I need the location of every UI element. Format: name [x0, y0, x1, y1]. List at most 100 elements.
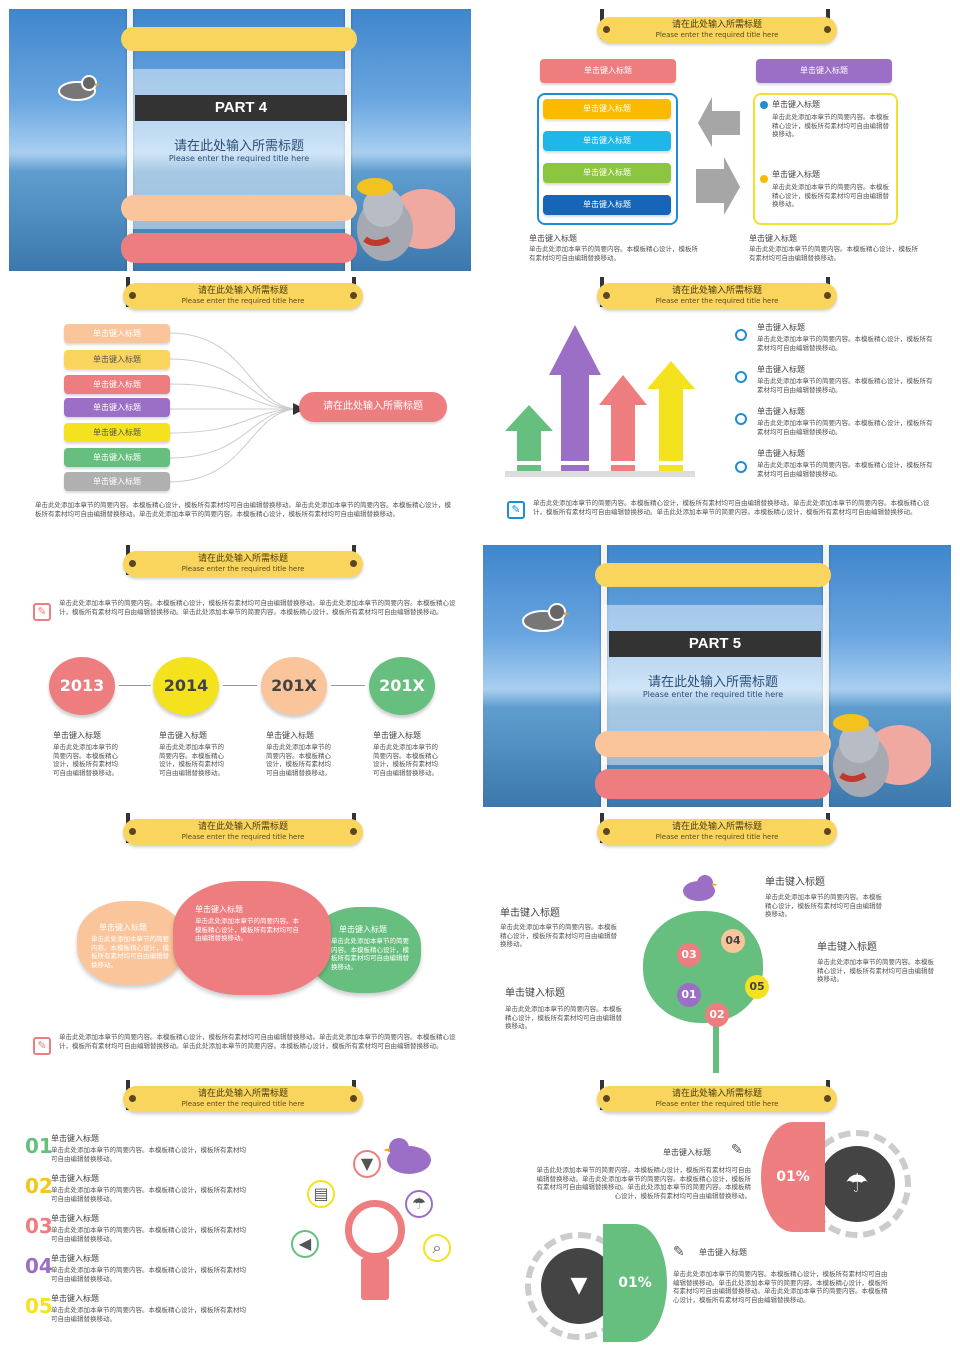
mind-pill[interactable]: 单击键入标题	[64, 423, 170, 442]
mind-pill[interactable]: 单击键入标题	[64, 375, 170, 394]
item-text: 单击此处添加本章节的简要内容。本模板精心设计，模板所有素材均可自由编辑替换移动。	[757, 335, 933, 352]
banner-subtitle: Please enter the required title here	[181, 565, 305, 573]
title-pill[interactable]: 单击键入标题	[756, 59, 892, 83]
cover-subtitle: Please enter the required title here	[642, 690, 784, 699]
slide-banner: 请在此处输入所需标题 Please enter the required tit…	[597, 819, 837, 845]
percent-text: 单击此处添加本章节的简要内容。本模板精心设计，模板所有素材均可自由编辑替换移动。…	[536, 1166, 752, 1200]
bullet-blue-icon	[760, 101, 768, 109]
list-text: 单击此处添加本章节的简要内容。本模板精心设计，模板所有素材均可自由编辑替换移动。	[51, 1146, 246, 1163]
list-pill[interactable]: 单击键入标题	[543, 163, 671, 183]
cloud-title: 单击键入标题	[195, 905, 243, 914]
banner-title: 请在此处输入所需标题	[197, 286, 288, 296]
list-text: 单击此处添加本章节的简要内容。本模板精心设计，模板所有素材均可自由编辑替换移动。	[51, 1226, 246, 1243]
part-label: PART 4	[135, 95, 347, 121]
slide-arrow-chart: 请在此处输入所需标题 Please enter the required tit…	[483, 277, 953, 545]
list-number: 02	[25, 1174, 53, 1198]
bulb-icon	[345, 1200, 405, 1260]
top-board	[121, 27, 357, 51]
arrows-graphic	[696, 97, 740, 215]
radio-icon	[735, 371, 747, 383]
radio-icon	[735, 329, 747, 341]
slide-timeline: 请在此处输入所需标题 Please enter the required tit…	[9, 545, 479, 813]
item-title: 单击键入标题	[757, 323, 805, 332]
connector-lines	[169, 332, 305, 483]
list-pill[interactable]: 单击键入标题	[543, 131, 671, 151]
timeline-connector	[223, 685, 257, 686]
bird-icon	[511, 601, 571, 635]
mind-pill[interactable]: 单击键入标题	[64, 350, 170, 369]
edit-icon: ✎	[731, 1142, 743, 1158]
bottom-text: 单击此处添加本章节的简要内容。本模板精心设计，模板所有素材均可自由编辑替换移动。	[749, 245, 918, 262]
top-board	[595, 563, 831, 587]
elephant-icon	[345, 169, 457, 269]
tie-icon: ▼	[353, 1150, 381, 1178]
bottom-text: 单击此处添加本章节的简要内容。本模板精心设计，模板所有素材均可自由编辑替换移动。	[529, 245, 698, 262]
bullet-yellow-icon	[760, 175, 768, 183]
mind-pill[interactable]: 单击键入标题	[64, 448, 170, 467]
clipboard-icon: ▤	[307, 1180, 335, 1208]
slide-part5-cover: PART 5 请在此处输入所需标题 Please enter the requi…	[483, 545, 951, 807]
mind-pill[interactable]: 单击键入标题	[64, 398, 170, 417]
banner-title: 请在此处输入所需标题	[197, 554, 288, 564]
nail	[129, 292, 136, 299]
year-cloud: 201X	[261, 657, 327, 715]
slide-banner: 请在此处输入所需标题 Please enter the required tit…	[123, 819, 363, 845]
banner-subtitle: Please enter the required title here	[181, 1100, 305, 1108]
list-title: 单击键入标题	[51, 1254, 99, 1263]
nail	[129, 828, 136, 835]
cloud-title: 单击键入标题	[339, 925, 387, 934]
tree-text: 单击此处添加本章节的简要内容。本模板精心设计，模板所有素材均可自由编辑替换移动。	[765, 893, 882, 918]
bulb-base	[361, 1258, 389, 1300]
edit-icon: ✎	[33, 1037, 51, 1055]
bird-icon	[381, 1132, 441, 1178]
slide-banner: 请在此处输入所需标题 Please enter the required tit…	[123, 1086, 363, 1112]
title-pill[interactable]: 单击键入标题	[540, 59, 676, 83]
footer-text: 单击此处添加本章节的简要内容。本模板精心设计，模板所有素材均可自由编辑替换移动。…	[59, 1033, 456, 1050]
footer-text: 单击此处添加本章节的简要内容。本模板精心设计，模板所有素材均可自由编辑替换移动。…	[533, 499, 930, 516]
item-title: 单击键入标题	[772, 170, 820, 179]
nail	[603, 26, 610, 33]
list-pill[interactable]: 单击键入标题	[543, 195, 671, 215]
rising-arrows-graphic	[505, 325, 695, 477]
nail	[824, 828, 831, 835]
cloud-title: 单击键入标题	[99, 923, 147, 932]
item-title: 单击键入标题	[757, 449, 805, 458]
item-title: 单击键入标题	[757, 365, 805, 374]
year-cloud: 2013	[49, 657, 115, 715]
pink-board	[121, 233, 357, 263]
timeline-title: 单击键入标题	[266, 731, 314, 740]
list-pill[interactable]: 单击键入标题	[543, 99, 671, 119]
list-text: 单击此处添加本章节的简要内容。本模板精心设计，模板所有素材均可自由编辑替换移动。	[51, 1186, 246, 1203]
timeline-text: 单击此处添加本章节的简要内容。本模板精心设计，模板所有素材均可自由编辑替换移动。	[266, 743, 331, 777]
banner-subtitle: Please enter the required title here	[655, 1100, 779, 1108]
bottom-title: 单击键入标题	[749, 234, 797, 243]
item-text: 单击此处添加本章节的简要内容。本模板精心设计，模板所有素材均可自由编辑替换移动。	[757, 419, 933, 436]
cloud-text: 单击此处添加本章节的简要内容。本模板精心设计，模板所有素材均可自由编辑替换移动。	[195, 917, 299, 942]
timeline-title: 单击键入标题	[373, 731, 421, 740]
list-text: 单击此处添加本章节的简要内容。本模板精心设计，模板所有素材均可自由编辑替换移动。	[51, 1306, 246, 1323]
item-title: 单击键入标题	[772, 100, 820, 109]
banner-title: 请在此处输入所需标题	[671, 286, 762, 296]
nail	[350, 828, 357, 835]
target-pill[interactable]: 请在此处输入所需标题	[299, 392, 447, 422]
banner-title: 请在此处输入所需标题	[197, 1089, 288, 1099]
percent-title: 单击键入标题	[699, 1248, 747, 1257]
timeline-connector	[331, 685, 365, 686]
tree-trunk	[713, 1013, 719, 1073]
mind-pill[interactable]: 单击键入标题	[64, 472, 170, 491]
nail	[350, 560, 357, 567]
cloud-peach	[77, 901, 185, 985]
nail	[603, 1095, 610, 1102]
percent-leaf: 01%	[761, 1122, 825, 1232]
slide-banner: 请在此处输入所需标题 Please enter the required tit…	[123, 283, 363, 309]
list-number: 03	[25, 1214, 53, 1238]
footer-text: 单击此处添加本章节的简要内容。本模板精心设计，模板所有素材均可自由编辑替换移动。…	[35, 501, 451, 518]
banner-subtitle: Please enter the required title here	[181, 297, 305, 305]
radio-icon	[735, 413, 747, 425]
edit-icon: ✎	[507, 501, 525, 519]
mind-pill[interactable]: 单击键入标题	[64, 324, 170, 343]
slide-tree: 请在此处输入所需标题 Please enter the required tit…	[483, 813, 953, 1081]
percent-title: 单击键入标题	[663, 1148, 711, 1157]
timeline-title: 单击键入标题	[159, 731, 207, 740]
item-text: 单击此处添加本章节的简要内容。本模板精心设计，模板所有素材均可自由编辑替换移动。	[772, 113, 889, 138]
